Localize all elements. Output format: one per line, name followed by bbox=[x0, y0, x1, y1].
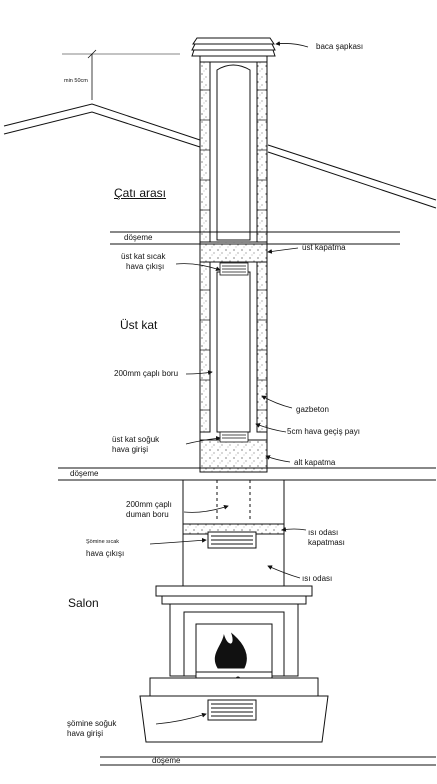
label-somine-soguk-2: hava girişi bbox=[67, 729, 104, 738]
label-isi-odasi: ısı odası bbox=[302, 574, 333, 583]
label-somine-sicak-1: Şömine sıcak bbox=[86, 539, 120, 545]
label-somine-sicak-2: hava çıkışı bbox=[86, 549, 125, 558]
label-doseme-2: döşeme bbox=[70, 469, 99, 478]
label-cati-arasi: Çatı arası bbox=[114, 186, 167, 200]
label-boru-200mm: 200mm çaplı boru bbox=[114, 369, 179, 378]
grilles bbox=[219, 262, 249, 443]
label-gazbeton: gazbeton bbox=[296, 405, 329, 414]
label-ust-kat-soguk-2: hava girişi bbox=[112, 445, 149, 454]
label-ust-kat: Üst kat bbox=[120, 318, 158, 332]
label-isi-odasi-kapatmasi-2: kapatması bbox=[308, 538, 345, 547]
label-duman-boru-1: 200mm çaplı bbox=[126, 500, 172, 509]
leader-lines bbox=[149, 41, 309, 725]
label-baca-sapkasi: baca şapkası bbox=[316, 42, 364, 51]
label-duman-boru-2: duman boru bbox=[126, 510, 169, 519]
label-salon: Salon bbox=[68, 596, 99, 610]
label-ust-kat-sicak-1: üst kat sıcak bbox=[121, 252, 166, 261]
label-somine-soguk-1: şömine soğuk bbox=[67, 719, 117, 728]
label-doseme-3: döşeme bbox=[152, 756, 181, 765]
roof bbox=[3, 49, 437, 209]
fireplace bbox=[139, 585, 329, 743]
label-ust-kapatma: üst kapatma bbox=[302, 243, 346, 252]
label-min-50cm: min 50cm bbox=[64, 78, 88, 84]
label-isi-odasi-kapatmasi-1: ısı odası bbox=[308, 528, 339, 537]
label-doseme-1: döşeme bbox=[124, 233, 153, 242]
label-ust-kat-soguk-1: üst kat soğuk bbox=[112, 435, 160, 444]
chimney-lower bbox=[182, 480, 285, 586]
label-ust-kat-sicak-2: hava çıkışı bbox=[126, 262, 165, 271]
floor-slabs bbox=[58, 231, 436, 766]
label-hava-gecis-payi: 5cm hava geçiş payı bbox=[287, 427, 360, 436]
chimney-cap bbox=[191, 37, 276, 63]
label-alt-kapatma: alt kapatma bbox=[294, 458, 336, 467]
